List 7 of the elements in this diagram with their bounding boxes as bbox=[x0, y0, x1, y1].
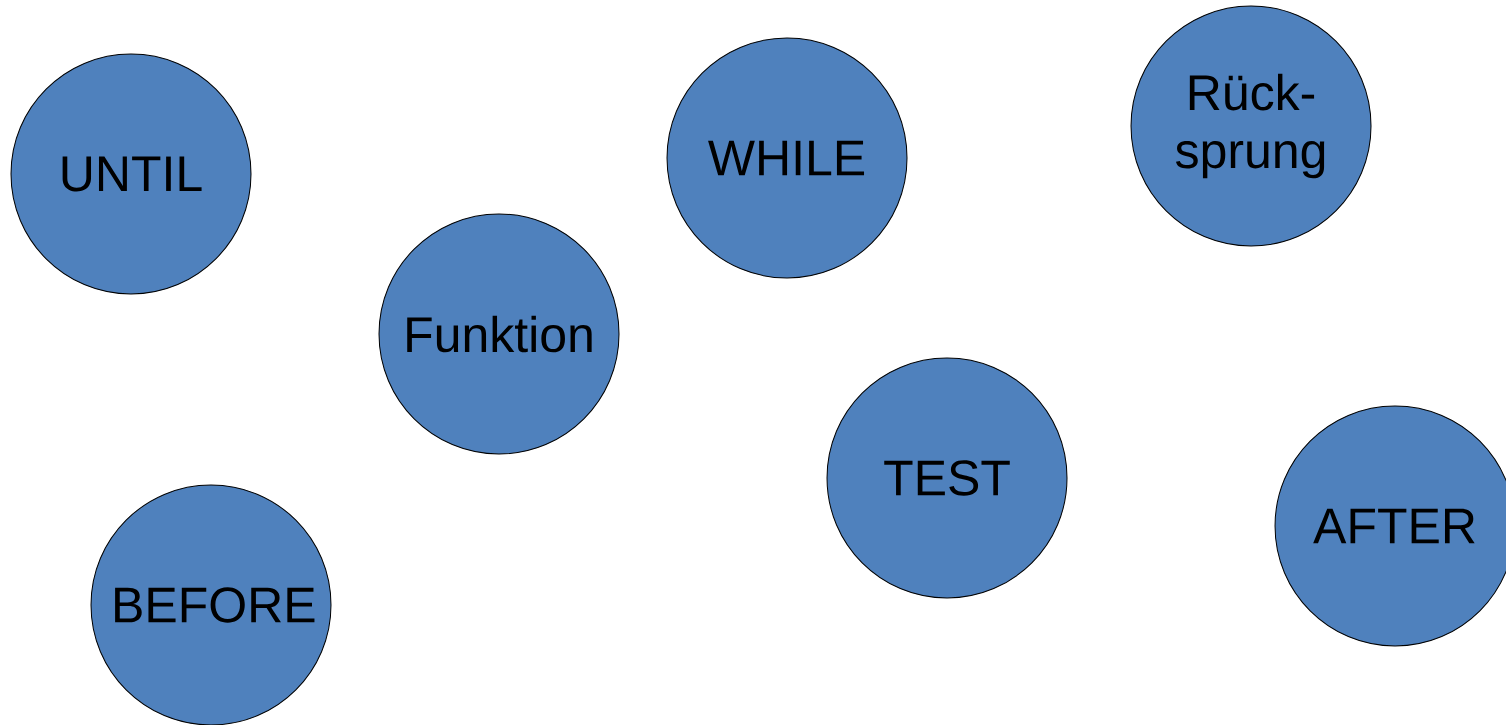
circle-node: WHILE bbox=[666, 37, 908, 279]
circle-node: BEFORE bbox=[90, 484, 332, 725]
circle-node: UNTIL bbox=[10, 53, 252, 295]
circle-node: Funktion bbox=[378, 213, 620, 455]
circle-node: TEST bbox=[826, 357, 1068, 599]
circle-node: Rück- sprung bbox=[1130, 5, 1372, 247]
circle-node: AFTER bbox=[1274, 405, 1506, 647]
